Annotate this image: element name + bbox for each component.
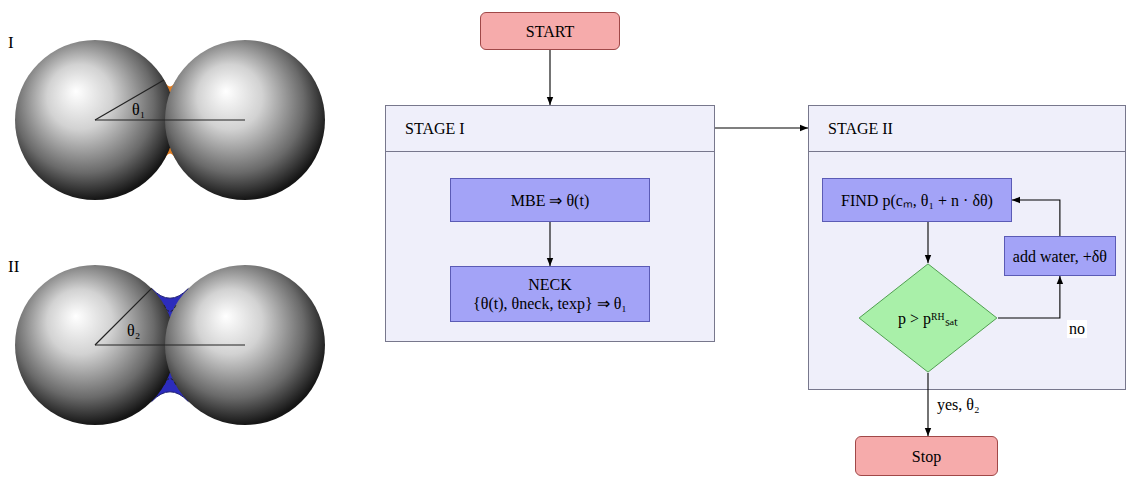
process-box: add water, +δθ bbox=[1004, 236, 1116, 276]
flow-arrow bbox=[927, 373, 928, 436]
node-text: NECK bbox=[528, 275, 572, 294]
axis-line bbox=[95, 119, 245, 120]
decision-diamond: p > pᴿᴴₛₐₜ bbox=[858, 263, 998, 373]
edge-label: yes, θ₂ bbox=[935, 396, 982, 414]
process-box: NECK{θ(t), θneck, texp} ⇒ θ₁ bbox=[450, 266, 650, 322]
panel-title: STAGE II bbox=[828, 119, 893, 138]
panel-title: STAGE I bbox=[405, 119, 465, 138]
terminal-box: START bbox=[480, 12, 620, 50]
sphere-illustration bbox=[0, 0, 340, 440]
node-text: p > pᴿᴴₛₐₜ bbox=[898, 309, 958, 328]
flow-arrow bbox=[549, 222, 550, 266]
node-text: MBE ⇒ θ(t) bbox=[511, 191, 589, 210]
node-text: FIND p(cₘ, θ₁ + n · δθ) bbox=[841, 191, 993, 210]
flow-arrow bbox=[549, 50, 550, 105]
flow-arrow bbox=[927, 222, 928, 263]
stage-panel: STAGE II FIND p(cₘ, θ₁ + n · δθ) p > pᴿᴴₛₐ… bbox=[808, 105, 1126, 390]
flow-arrow bbox=[715, 127, 808, 128]
axis-line bbox=[95, 344, 245, 345]
angle-label: θ₂ bbox=[127, 322, 140, 340]
node-text: {θ(t), θneck, texp} ⇒ θ₁ bbox=[473, 294, 627, 313]
process-box: MBE ⇒ θ(t) bbox=[450, 178, 650, 222]
angle-line bbox=[95, 80, 164, 120]
edge-label: no bbox=[1067, 320, 1087, 338]
terminal-box: Stop bbox=[855, 436, 998, 476]
node-text: Stop bbox=[912, 447, 941, 466]
node-text: add water, +δθ bbox=[1013, 247, 1107, 266]
process-box: FIND p(cₘ, θ₁ + n · δθ) bbox=[822, 178, 1012, 222]
node-text: START bbox=[526, 22, 574, 41]
panel-header: STAGE I bbox=[386, 106, 714, 152]
stage-numeral: I bbox=[8, 34, 14, 52]
angle-line bbox=[95, 288, 152, 345]
panel-header: STAGE II bbox=[809, 106, 1125, 152]
angle-label: θ₁ bbox=[132, 101, 145, 119]
stage-numeral: II bbox=[8, 258, 19, 276]
